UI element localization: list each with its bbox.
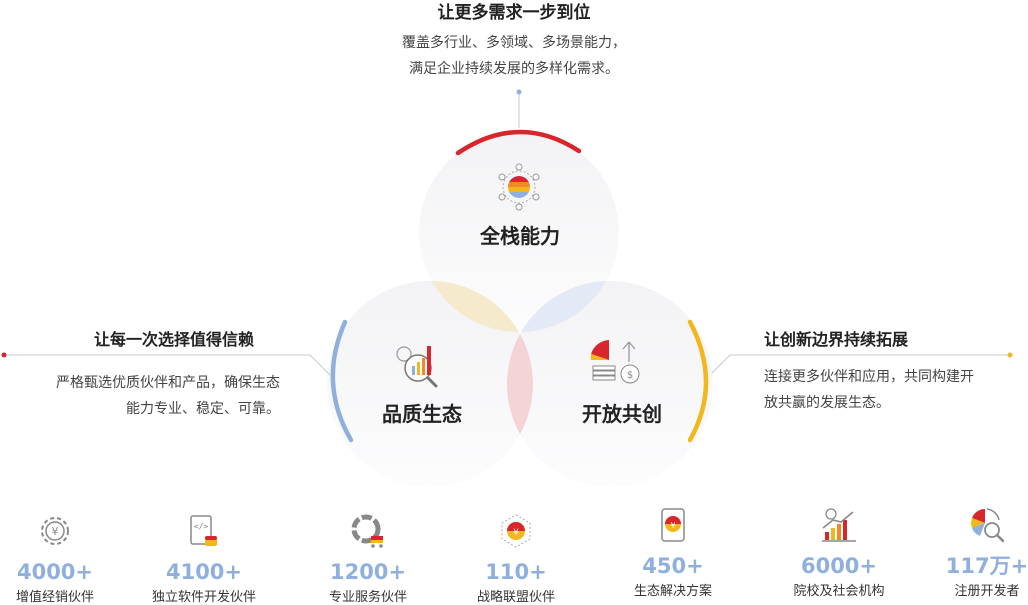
stat-item: </> 4100+ 独立软件开发伙伴 [139,510,269,605]
svg-text:</>: </> [194,522,209,531]
connector-right [711,354,1010,374]
stat-item: ¥ 110+ 战略联盟伙伴 [451,510,581,605]
right-desc-line-1: 连接更多伙伴和应用，共同构建开 [764,369,974,385]
gear-yen-icon: ¥ [0,510,120,550]
stat-label: 战略联盟伙伴 [476,590,555,605]
svg-text:¥: ¥ [52,525,59,538]
stat-item: 1200+ 专业服务伙伴 [303,510,433,605]
growth-chart-icon [774,504,904,544]
left-desc-line-2: 能力专业、稳定、可靠。 [126,401,280,417]
connector-right-dot [1007,352,1013,358]
stat-label: 生态解决方案 [633,584,712,599]
stat-item: 6000+ 院校及社会机构 [774,504,904,599]
network-coin-icon: ¥ [451,510,581,550]
right-title: 让创新边界持续拓展 [764,330,909,349]
stat-label: 专业服务伙伴 [328,590,407,605]
arc-yellow [687,319,709,443]
pie-search-icon [922,504,1028,544]
connector-left-dot [1,352,7,358]
stat-number: 110+ [485,560,547,584]
arc-blue [330,319,354,443]
stat-item: ¥ 450+ 生态解决方案 [608,504,738,599]
svg-text:$: $ [627,370,633,381]
left-desc-line-1: 严格甄选优质伙伴和产品，确保生态 [56,375,280,391]
quality-search-icon [396,346,438,388]
stat-number: 117万+ [945,554,1028,578]
svg-text:¥: ¥ [513,528,519,538]
circle-top [419,132,619,332]
connector-top-dot [516,89,522,95]
top-desc-line-2: 满足企业持续发展的多样化需求。 [409,61,619,77]
stat-item: 117万+ 注册开发者 [922,504,1028,599]
network-hub-icon [498,163,540,211]
connector-left [3,354,331,376]
stat-number: 1200+ [329,560,407,584]
top-title: 让更多需求一步到位 [437,3,591,23]
code-tablet-icon: </> [139,510,269,550]
top-description: 覆盖多行业、多领域、多场景能力， 满足企业持续发展的多样化需求。 [0,30,1028,82]
stat-number: 4100+ [165,560,243,584]
top-desc-line-1: 覆盖多行业、多领域、多场景能力， [402,35,626,51]
stat-label: 独立软件开发伙伴 [151,590,256,605]
stat-number: 4000+ [16,560,94,584]
arc-red [455,129,582,156]
circle-label-quality: 品质生态 [382,402,462,426]
circle-left [327,281,533,487]
stat-label: 院校及社会机构 [793,584,885,599]
circle-label-open: 开放共创 [582,402,662,426]
phone-coin-icon: ¥ [608,504,738,544]
stat-number: 450+ [642,554,704,578]
circle-right [507,281,713,487]
svg-text:¥: ¥ [670,521,675,530]
stat-label: 增值经销伙伴 [15,590,94,605]
left-title: 让每一次选择值得信赖 [94,330,255,349]
left-description: 严格甄选优质伙伴和产品，确保生态 能力专业、稳定、可靠。 [18,370,280,422]
stat-item: ¥ 4000+ 增值经销伙伴 [0,510,120,605]
right-description: 连接更多伙伴和应用，共同构建开 放共赢的发展生态。 [764,364,1014,416]
pie-coins-icon: $ [590,340,640,384]
circle-label-full-stack: 全栈能力 [480,224,560,248]
right-desc-line-2: 放共赢的发展生态。 [764,395,890,411]
donut-cart-icon [303,510,433,550]
stat-label: 注册开发者 [954,584,1020,599]
stat-number: 6000+ [800,554,878,578]
